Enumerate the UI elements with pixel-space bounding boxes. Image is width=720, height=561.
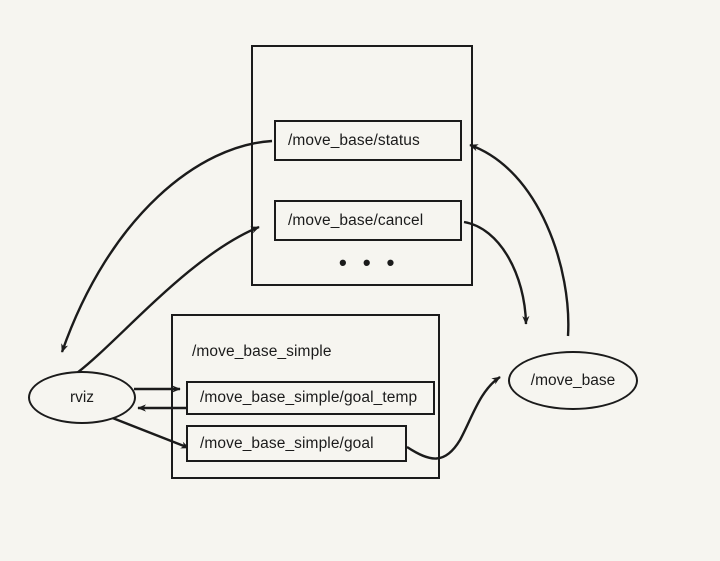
- topic-label-goal: /move_base_simple/goal: [200, 434, 374, 452]
- topic-label-move-base-cancel: /move_base/cancel: [288, 211, 424, 229]
- edge-cancel-to-movebase: [463, 220, 530, 325]
- node-label-move-base: /move_base: [530, 371, 616, 389]
- group-move-base: [251, 45, 473, 286]
- topic-label-goal-temp: /move_base_simple/goal_temp: [200, 389, 418, 406]
- topic-box-goal[interactable]: /move_base_simple/goal: [186, 425, 407, 462]
- ellipsis-more-topics: • • •: [339, 250, 400, 275]
- node-rviz[interactable]: rviz: [28, 371, 136, 424]
- group-move-base-simple: [171, 314, 440, 479]
- topic-box-move-base-cancel[interactable]: /move_base/cancel: [274, 200, 462, 241]
- topic-box-goal-temp[interactable]: /move_base_simple/goal_temp: [186, 381, 435, 415]
- node-label-rviz: rviz: [69, 388, 95, 406]
- topic-label-move-base-status: /move_base/status: [288, 131, 420, 149]
- node-move-base[interactable]: /move_base: [508, 351, 638, 410]
- edge-movebase-to-status: [469, 143, 570, 337]
- group-label-move-base-simple: /move_base_simple: [192, 343, 332, 360]
- topic-box-move-base-status[interactable]: /move_base/status: [274, 120, 462, 161]
